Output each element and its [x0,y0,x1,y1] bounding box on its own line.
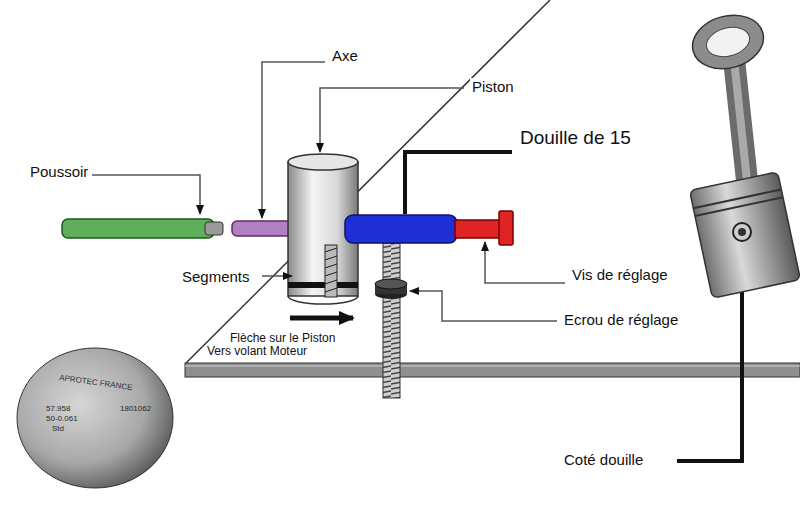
leader-line [320,88,464,152]
part-label: Axe [330,47,360,64]
engraved-text: 1801062 [120,404,151,413]
piston-pin [232,221,292,236]
leader-line [262,275,292,277]
part-label: Coté douille [562,451,645,468]
part-label: Ecrou de réglage [562,311,680,328]
part-label: Segments [180,268,252,285]
plane-edge [186,0,550,363]
base-plate [185,363,800,377]
part-label: Douille de 15 [518,127,633,149]
engraved-text: 57.958 [46,404,70,413]
leader-line [410,291,557,321]
part-label: Piston [470,78,516,95]
direction-arrow [290,316,353,321]
leader-line [405,152,512,214]
part-label: Poussoir [28,163,90,180]
part-label: Vers volant Moteur [205,345,309,359]
piston-crown-photo [17,348,173,488]
threaded-rod [383,243,400,398]
pushrod [62,219,214,238]
engraved-text: Std [52,424,64,433]
engraved-text: 50-0.061 [46,414,78,423]
leader-line [485,242,565,283]
leader-line [92,175,200,214]
socket [345,215,457,243]
piston-rings [325,245,337,297]
conrod-photo [686,8,800,299]
adjusting-screw [455,220,501,238]
part-label: Flèche sur le Piston [228,332,337,346]
part-label: Vis de réglage [570,266,670,283]
leader-line [262,62,325,218]
